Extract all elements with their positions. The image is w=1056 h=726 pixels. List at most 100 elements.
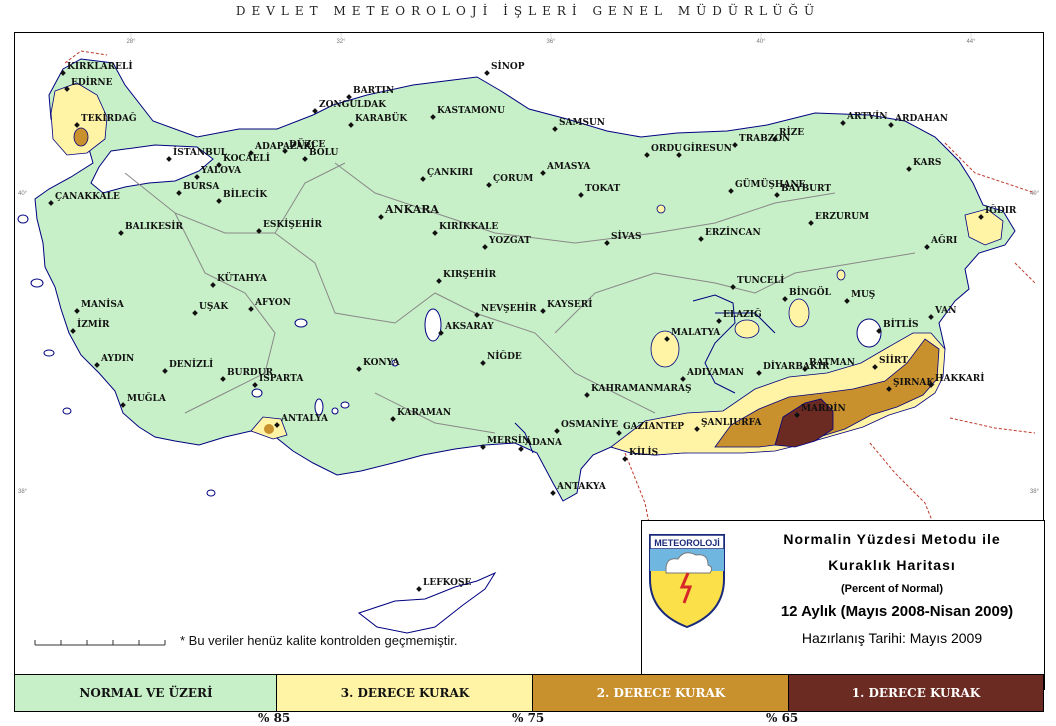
city-marker (552, 126, 558, 132)
city-marker (906, 166, 912, 172)
city-label: KONYA (363, 358, 400, 368)
city-marker (876, 328, 882, 334)
city-label: BAYBURT (781, 184, 831, 194)
city-marker (644, 152, 650, 158)
city-label: ELAZIĞ (723, 308, 762, 320)
city-label: DİYARBAKIR (763, 359, 830, 372)
city-label: KIRKLARELİ (67, 59, 133, 72)
city-marker (928, 382, 934, 388)
marmara-sea (90, 144, 214, 194)
city-marker (616, 430, 622, 436)
latitude-tick-label: 40° (18, 191, 28, 197)
city-marker (390, 416, 396, 422)
scale-normal-label: NORMAL VE ÜZERİ (79, 686, 213, 700)
graticule (130, 33, 972, 38)
city-markers: KIRKLARELİEDİRNETEKİRDAĞİSTANBULÇANAKKAL… (48, 59, 1017, 592)
city-marker (484, 70, 490, 76)
city-label: ORDU (651, 144, 682, 154)
city-label: BOLU (309, 148, 338, 158)
city-label: ŞIRNAK (893, 378, 935, 388)
scale-drought-3: 3. DERECE KURAK (276, 674, 534, 712)
bingol-drought (788, 298, 810, 328)
city-label: KARAMAN (397, 408, 451, 418)
latitude-tick-label: 40° (1030, 191, 1040, 197)
longitude-tick-label: 40° (756, 39, 766, 45)
city-label: KARS (913, 158, 941, 168)
legend-title-line1: Normalin Yüzdesi Metodu ile (783, 531, 1001, 547)
city-marker (120, 402, 126, 408)
city-label: İSTANBUL (173, 145, 228, 158)
city-marker (302, 156, 308, 162)
city-marker (694, 426, 700, 432)
city-label: ADAPAZARI (254, 142, 315, 152)
city-marker (248, 306, 254, 312)
city-marker (622, 456, 628, 462)
city-label: TUNCELİ (737, 273, 784, 286)
turkey-landmass (34, 58, 1016, 502)
city-label: YOZGAT (488, 236, 531, 246)
city-marker (480, 444, 486, 450)
city-label: ISPARTA (259, 374, 304, 384)
city-label: EDİRNE (71, 75, 113, 88)
city-label: TRABZON (739, 134, 790, 144)
city-label: ÇANKIRI (427, 168, 473, 178)
scale-drought-2: 2. DERECE KURAK (532, 674, 790, 712)
region-boundaries (124, 162, 916, 434)
city-label: UŞAK (199, 302, 229, 312)
city-label: MUĞLA (127, 392, 167, 404)
city-label: LEFKOŞE (423, 578, 471, 588)
city-label: MANİSA (81, 297, 125, 310)
scale-normal: NORMAL VE ÜZERİ (14, 674, 278, 712)
city-label: MALATYA (671, 328, 721, 338)
drought-map[interactable]: 28°28°32°32°36°36°40°40°44°44° 40°40°38°… (14, 32, 1045, 712)
city-marker (378, 214, 384, 220)
legend-subtitle: (Percent of Normal) (840, 583, 944, 595)
city-label: ARDAHAN (894, 114, 948, 124)
city-marker (356, 366, 362, 372)
city-marker (162, 368, 168, 374)
city-marker (680, 376, 686, 382)
city-label: KIRŞEHİR (443, 267, 497, 280)
city-marker (808, 220, 814, 226)
scale-drought-3-label: 3. DERECE KURAK (340, 686, 470, 700)
city-marker (256, 228, 262, 234)
city-marker (716, 318, 722, 324)
city-marker (346, 94, 352, 100)
city-marker (782, 296, 788, 302)
scale-drought-2-label: 2. DERECE KURAK (596, 686, 726, 700)
longitude-tick-label: 36° (546, 39, 556, 45)
city-label: KIRIKKALE (439, 222, 498, 232)
longitude-tick-label: 44° (966, 39, 976, 45)
city-label: ESKİŞEHİR (263, 217, 322, 230)
city-marker (554, 428, 560, 434)
city-marker (194, 174, 200, 180)
city-marker (676, 152, 682, 158)
city-marker (282, 148, 288, 154)
map-canvas: 28°28°32°32°36°36°40°40°44°44° 40°40°38°… (17, 33, 1040, 707)
city-marker (840, 120, 846, 126)
threshold-85: % 85 (258, 711, 291, 725)
city-label: KASTAMONU (437, 106, 505, 116)
city-label: BURSA (183, 182, 220, 192)
city-label: MUŞ (851, 290, 875, 300)
city-marker (474, 312, 480, 318)
city-marker (518, 446, 524, 452)
city-marker (584, 392, 590, 398)
logo-text: METEOROLOJİ (654, 538, 720, 548)
city-label: GİRESUN (683, 141, 732, 154)
tekirdag-drought (73, 127, 89, 147)
city-label: ANTAKYA (556, 482, 607, 492)
city-label: NİĞDE (487, 349, 522, 362)
city-marker (886, 386, 892, 392)
city-label: ADIYAMAN (686, 368, 744, 378)
city-label: ANKARA (384, 203, 439, 216)
city-label: HAKKARİ (935, 371, 984, 384)
city-label: SİVAS (611, 229, 641, 242)
city-label: KOCAELİ (223, 151, 270, 164)
city-label: GÜMÜŞHANE (735, 177, 806, 190)
latitude-ticks: 40°40°38°38° (18, 191, 1040, 495)
city-marker (430, 114, 436, 120)
city-label: İZMİR (77, 317, 110, 330)
city-label: ERZURUM (815, 212, 869, 222)
legend-period: 12 Aylık (Mayıs 2008-Nisan 2009) (780, 603, 1014, 620)
